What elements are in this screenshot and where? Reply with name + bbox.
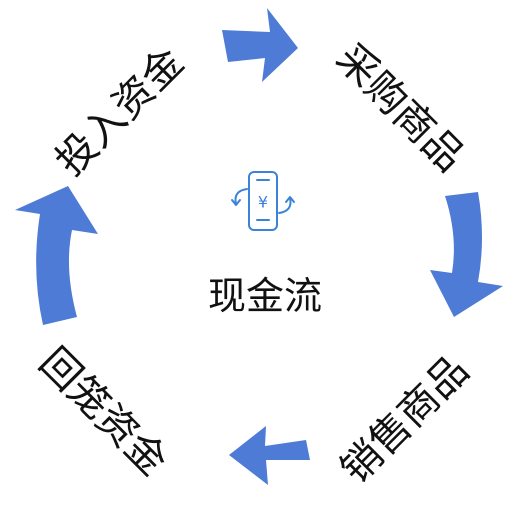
arrow-right-icon [430, 192, 503, 317]
phone-yuan-transfer-icon [231, 171, 295, 231]
arrow-left-icon [15, 186, 98, 325]
yuan-symbol: ¥ [258, 193, 268, 212]
step-label-purchase-goods: 采购商品 [327, 35, 473, 181]
step-label-sell-goods: 销售商品 [332, 347, 478, 493]
arrow-bottom-icon [229, 426, 310, 485]
center-title: 现金流 [208, 274, 322, 318]
step-label-recover-funds: 回笼资金 [30, 339, 176, 485]
arrow-top-icon [222, 8, 298, 82]
step-label-invest-funds: 投入资金 [47, 39, 193, 185]
